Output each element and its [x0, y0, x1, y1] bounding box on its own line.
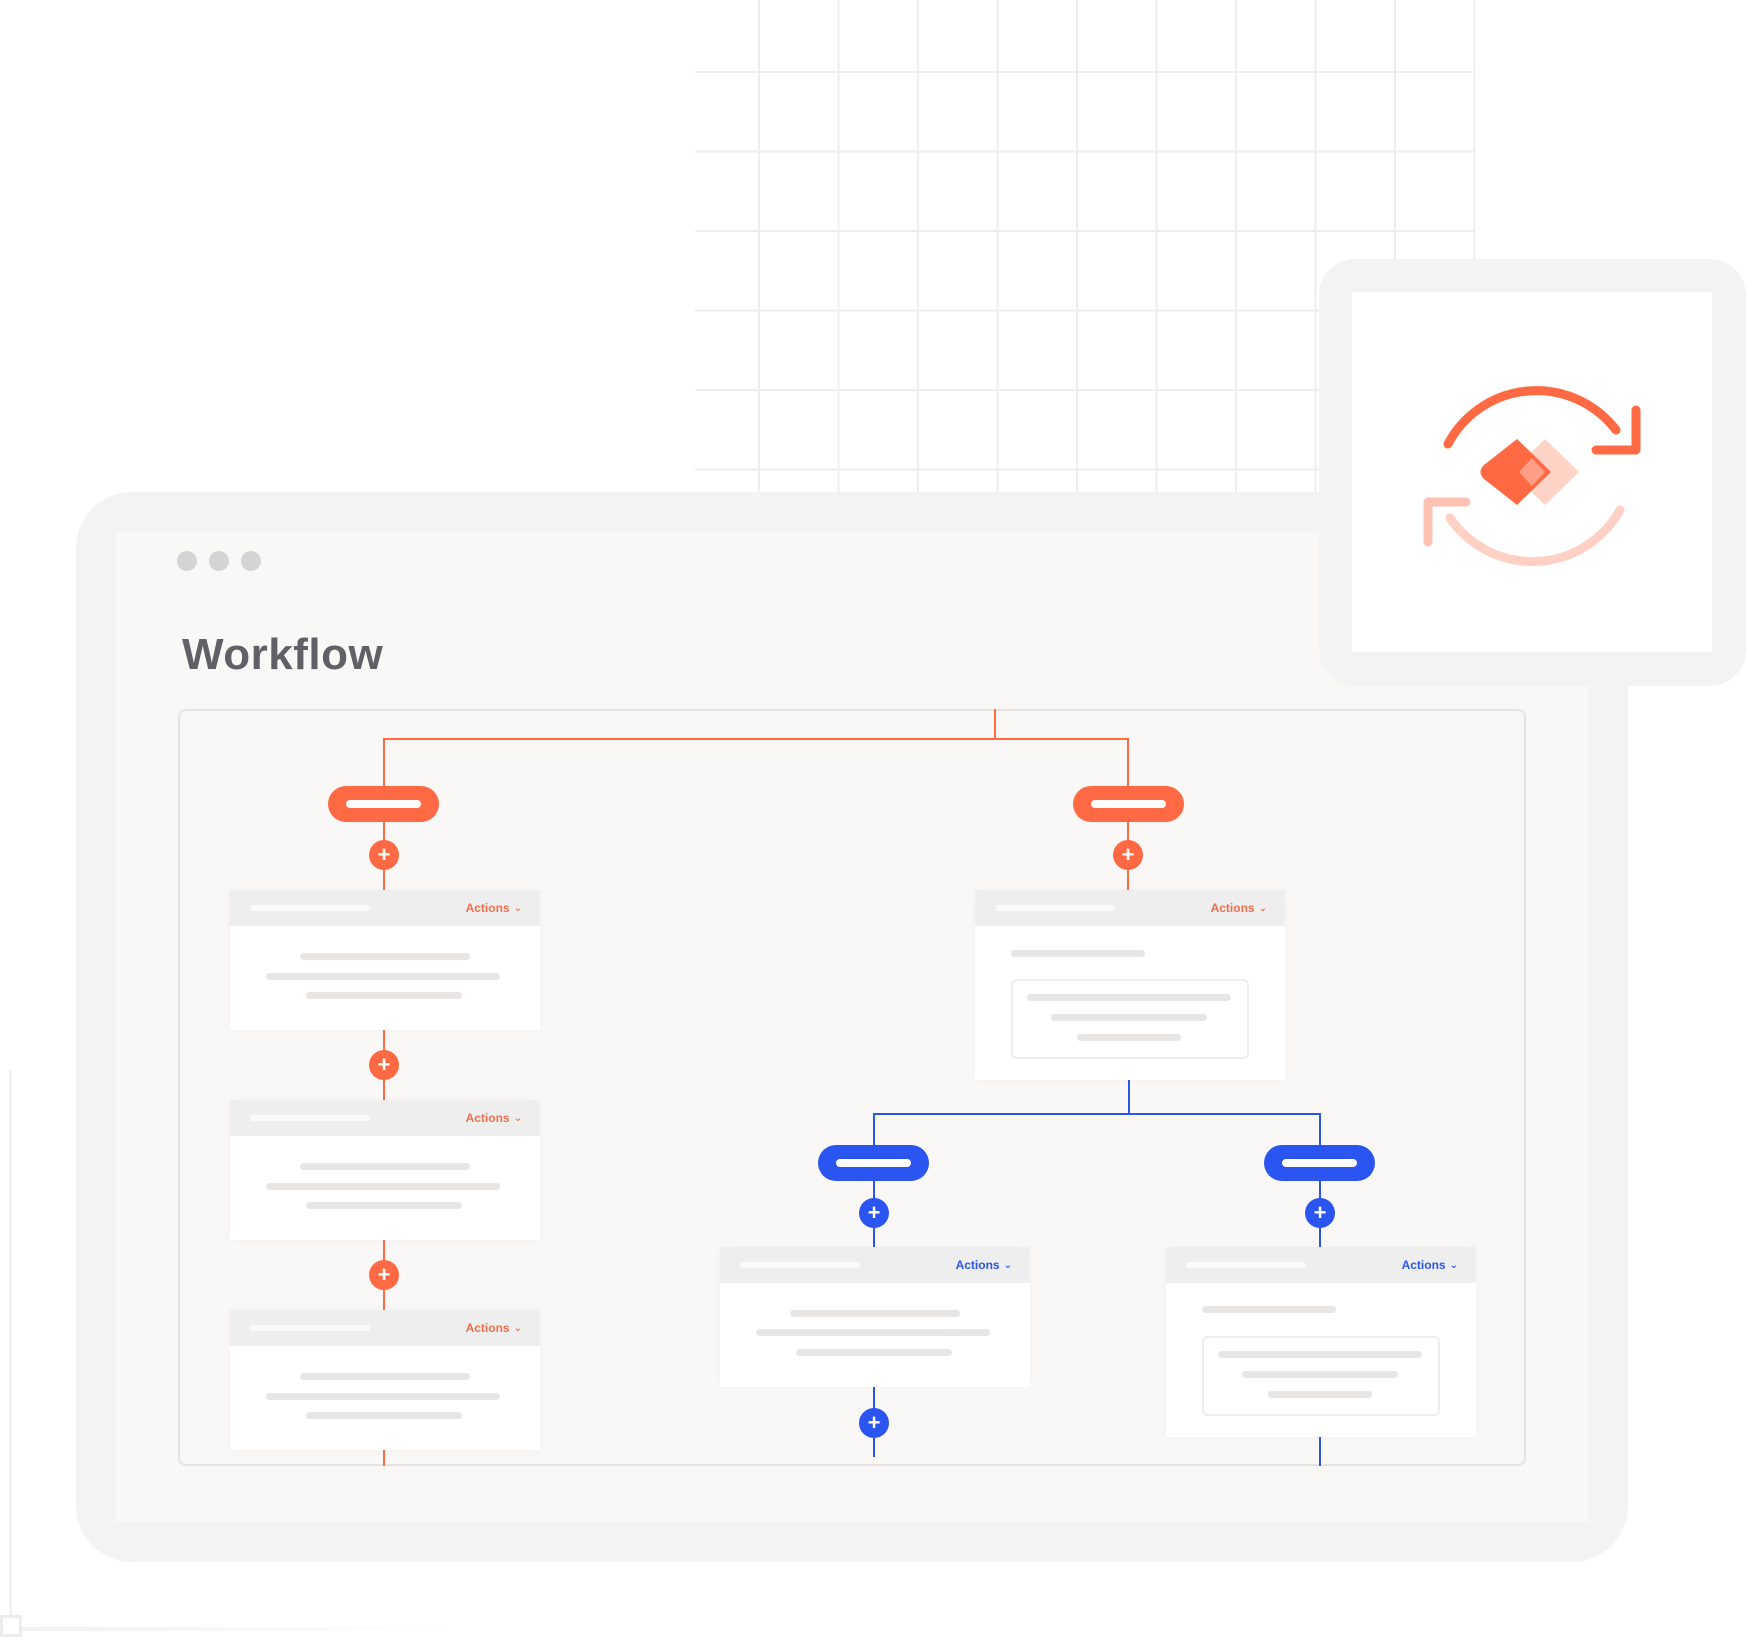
branch-node[interactable]: [1073, 786, 1184, 822]
decorative-line: [0, 1627, 460, 1631]
sync-arrows-diamond-icon: [1423, 386, 1641, 567]
card-header: Actions⌄: [975, 890, 1285, 926]
workflow-step-card: Actions⌄: [230, 1310, 540, 1450]
chevron-down-icon: ⌄: [1258, 903, 1267, 914]
connector-line: [383, 738, 1129, 740]
add-step-button[interactable]: +: [369, 1260, 399, 1290]
connector-line: [994, 709, 996, 740]
window-control-close[interactable]: [177, 551, 197, 571]
page-title: Workflow: [182, 630, 384, 679]
add-step-button[interactable]: +: [859, 1198, 889, 1228]
actions-dropdown[interactable]: Actions⌄: [1210, 901, 1267, 915]
nested-box: [1202, 1336, 1440, 1416]
connector-line: [873, 1113, 1321, 1115]
card-header: Actions⌄: [230, 1310, 540, 1346]
branch-node[interactable]: [328, 786, 439, 822]
connector-line: [1319, 1113, 1321, 1147]
workflow-step-card: Actions⌄: [230, 1100, 540, 1240]
actions-dropdown[interactable]: Actions⌄: [955, 1258, 1012, 1272]
actions-dropdown[interactable]: Actions⌄: [465, 1321, 522, 1335]
card-header: Actions⌄: [720, 1247, 1030, 1283]
branch-node[interactable]: [1264, 1145, 1375, 1181]
workflow-step-card: Actions⌄: [1166, 1247, 1476, 1437]
window-control-maximize[interactable]: [241, 551, 261, 571]
chevron-down-icon: ⌄: [1003, 1260, 1012, 1271]
workflow-step-card: Actions⌄: [975, 890, 1285, 1080]
connector-line: [1319, 1437, 1321, 1466]
chevron-down-icon: ⌄: [1449, 1260, 1458, 1271]
workflow-step-card: Actions⌄: [230, 890, 540, 1030]
connector-line: [1127, 738, 1129, 790]
actions-dropdown[interactable]: Actions⌄: [1401, 1258, 1458, 1272]
actions-dropdown[interactable]: Actions⌄: [465, 901, 522, 915]
branch-node[interactable]: [818, 1145, 929, 1181]
card-header: Actions⌄: [230, 1100, 540, 1136]
window-control-minimize[interactable]: [209, 551, 229, 571]
add-step-button[interactable]: +: [1305, 1198, 1335, 1228]
card-header: Actions⌄: [230, 890, 540, 926]
connector-line: [383, 738, 385, 790]
workflow-step-card: Actions⌄: [720, 1247, 1030, 1387]
chevron-down-icon: ⌄: [513, 903, 522, 914]
decorative-line: [9, 1070, 12, 1620]
card-header: Actions⌄: [1166, 1247, 1476, 1283]
nested-box: [1011, 979, 1249, 1059]
connector-line: [1128, 1080, 1130, 1115]
connector-line: [383, 1450, 385, 1466]
integration-badge: [1352, 292, 1712, 652]
add-step-button[interactable]: +: [369, 840, 399, 870]
add-step-button[interactable]: +: [369, 1050, 399, 1080]
actions-dropdown[interactable]: Actions⌄: [465, 1111, 522, 1125]
connector-line: [873, 1113, 875, 1147]
chevron-down-icon: ⌄: [513, 1113, 522, 1124]
add-step-button[interactable]: +: [1113, 840, 1143, 870]
add-step-button[interactable]: +: [859, 1408, 889, 1438]
chevron-down-icon: ⌄: [513, 1323, 522, 1334]
decorative-square: [0, 1615, 22, 1637]
